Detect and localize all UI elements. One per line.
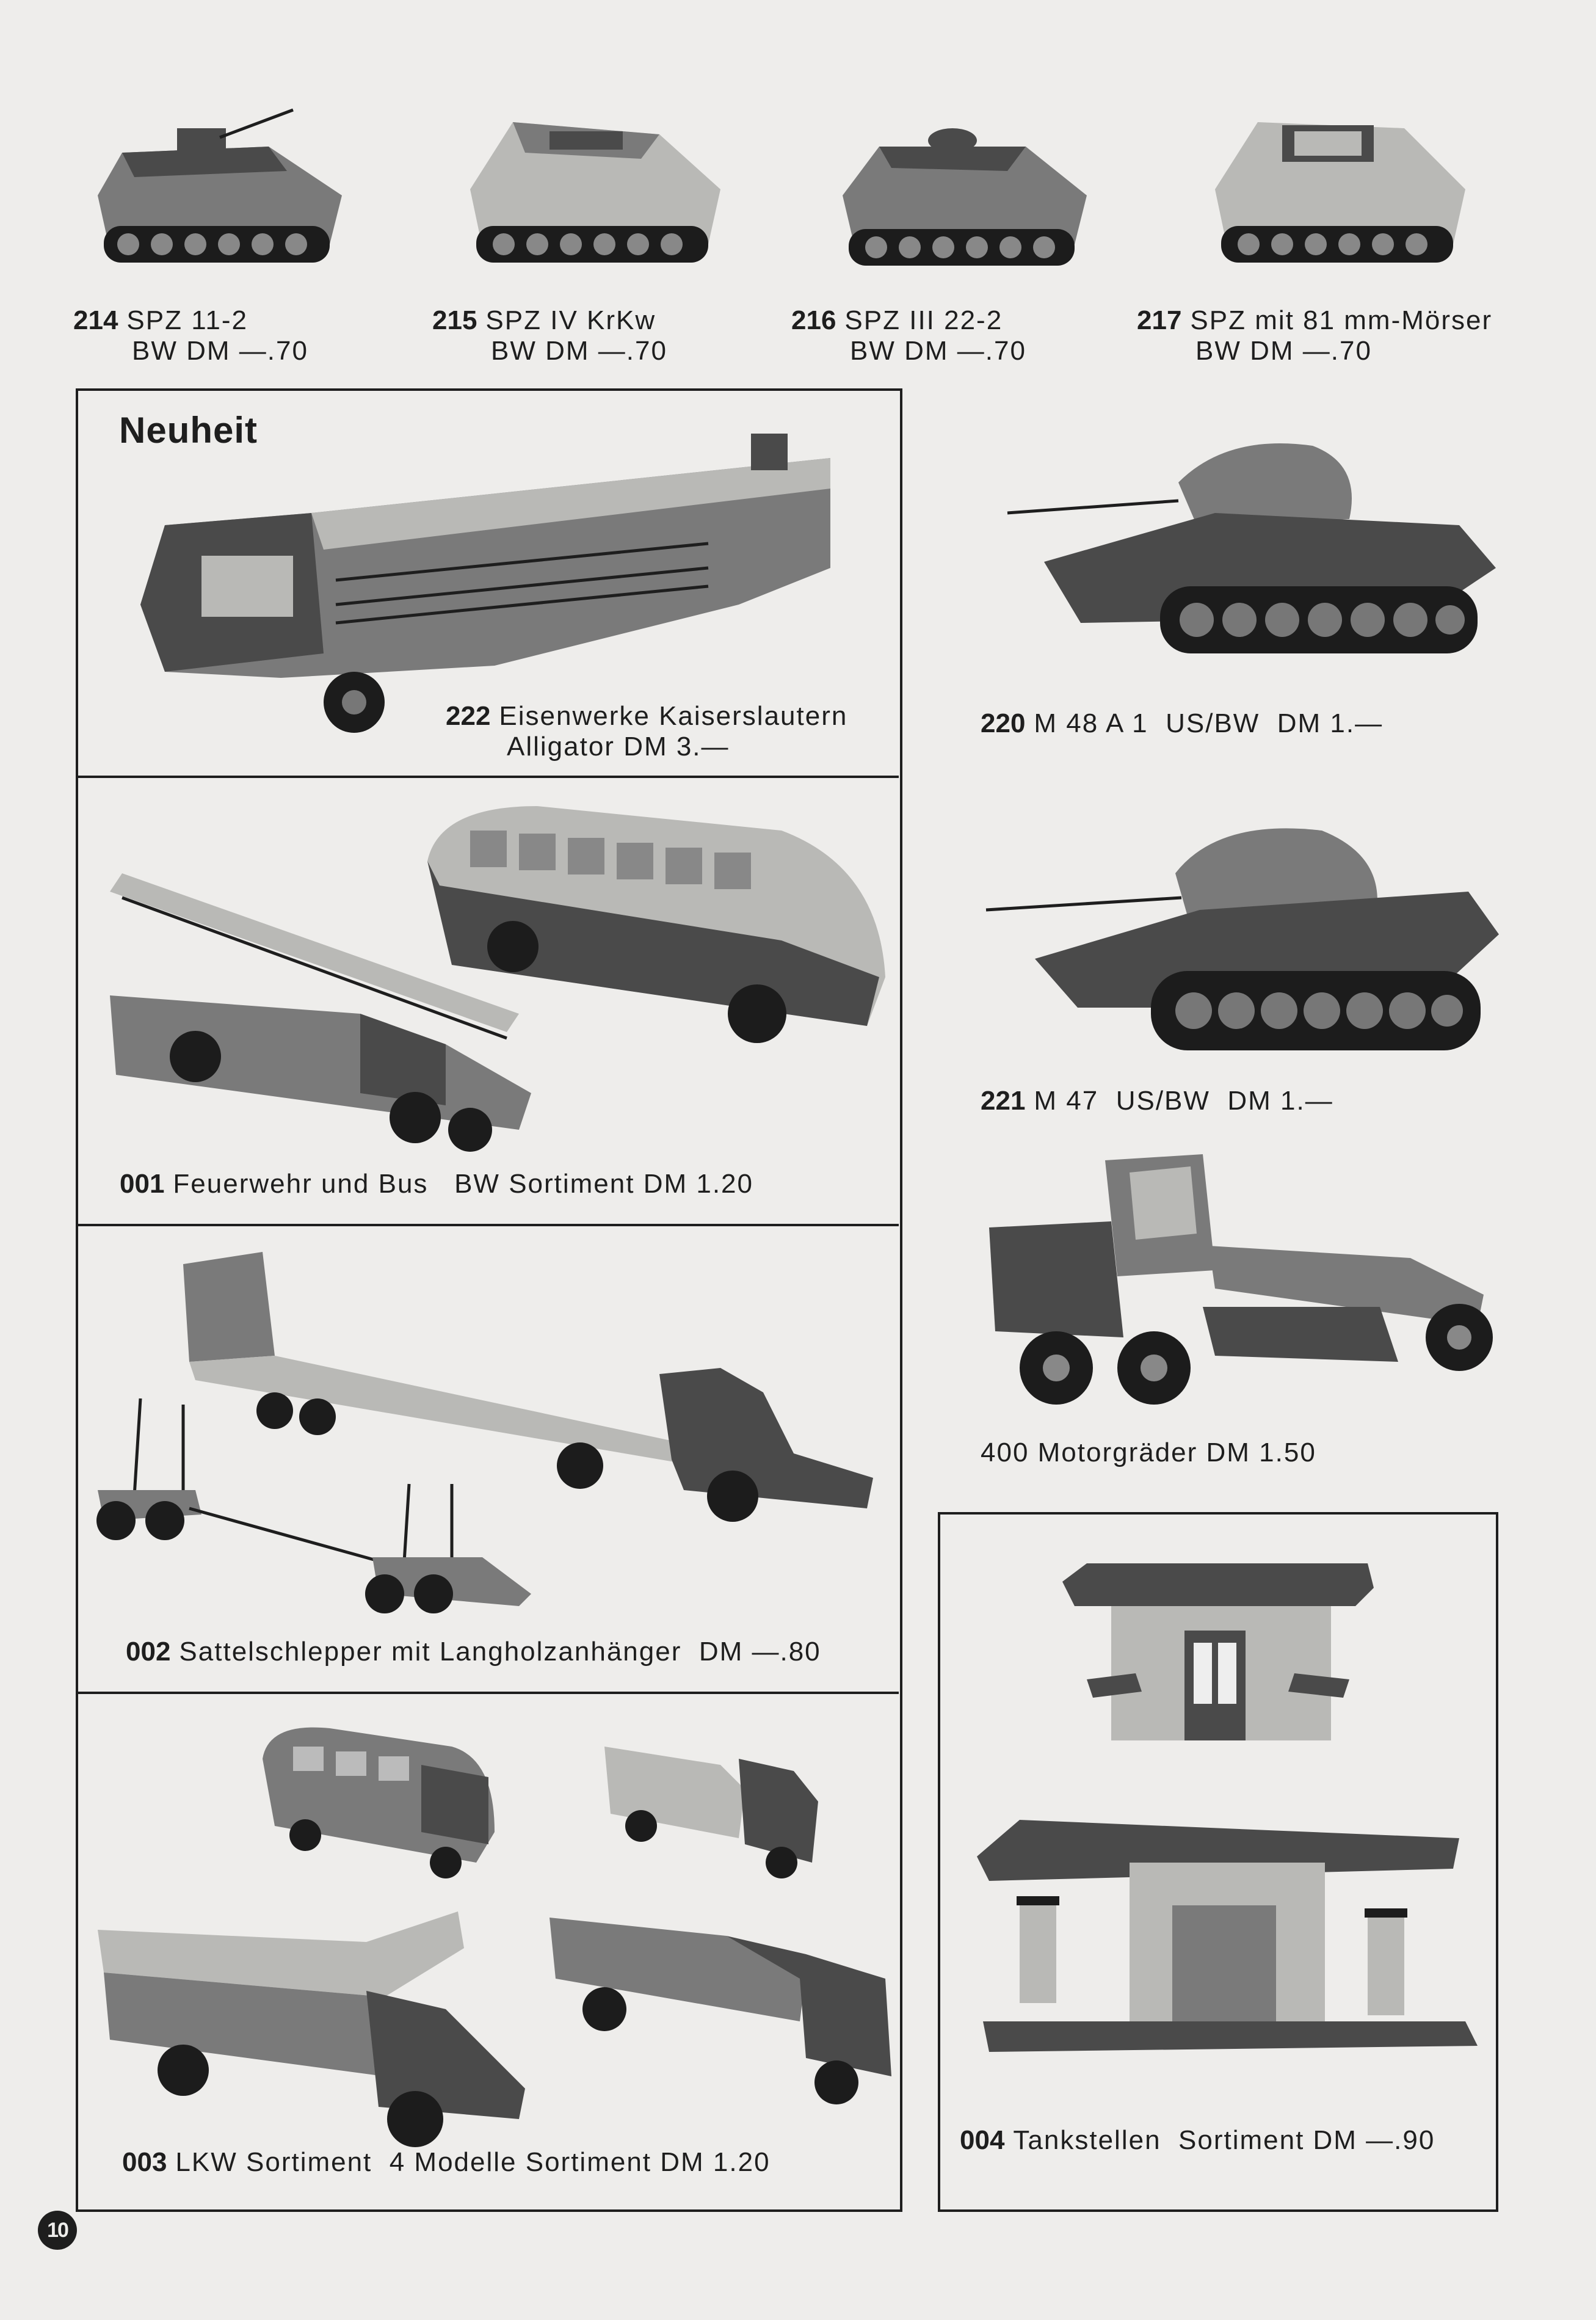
item-number: 214 bbox=[73, 305, 118, 335]
item-number: 215 bbox=[432, 305, 477, 335]
item-line1: Eisenwerke Kaiserslautern bbox=[499, 701, 848, 731]
item-line2: Alligator DM 3.— bbox=[507, 732, 730, 762]
caption-214: 214 SPZ 11-2 BW DM —.70 bbox=[73, 305, 308, 366]
item-number: 002 bbox=[126, 1637, 171, 1667]
page-number-badge: 10 bbox=[38, 2211, 77, 2250]
spz-mit-moerser-image bbox=[1215, 122, 1465, 263]
motor-grader-image bbox=[989, 1154, 1493, 1405]
item-text: Sattelschlepper mit Langholzanhänger DM … bbox=[179, 1637, 821, 1667]
bus-image bbox=[427, 806, 885, 1043]
left-catalog-frame bbox=[76, 388, 902, 2212]
item-name: SPZ mit 81 mm-Mörser bbox=[1190, 305, 1493, 335]
item-text: LKW Sortiment 4 Modelle Sortiment DM 1.2… bbox=[175, 2147, 771, 2177]
caption-004: 004 Tankstellen Sortiment DM —.90 bbox=[960, 2125, 1435, 2156]
item-name: SPZ IV KrKw bbox=[485, 305, 656, 335]
caption-222: 222 Eisenwerke Kaiserslautern Alligator D… bbox=[446, 701, 847, 762]
divider bbox=[76, 1692, 899, 1694]
item-text: Feuerwehr und Bus BW Sortiment DM 1.20 bbox=[173, 1169, 753, 1199]
vw-bus-image bbox=[263, 1727, 495, 1878]
gas-station-image bbox=[977, 1820, 1478, 2052]
item-name: SPZ III 22-2 bbox=[844, 305, 1003, 335]
kiosk-building-image bbox=[1062, 1563, 1374, 1740]
item-text: M 47 US/BW DM 1.— bbox=[1034, 1086, 1333, 1116]
caption-216: 216 SPZ III 22-2 BW DM —.70 bbox=[791, 305, 1026, 366]
item-number: 003 bbox=[122, 2147, 167, 2177]
semi-trailer-truck-image bbox=[183, 1252, 873, 1522]
dump-truck-image bbox=[98, 1911, 525, 2147]
divider bbox=[76, 1224, 899, 1226]
neuheit-heading: Neuheit bbox=[119, 410, 258, 451]
item-number: 222 bbox=[446, 701, 491, 731]
caption-001: 001 Feuerwehr und Bus BW Sortiment DM 1.2… bbox=[120, 1169, 753, 1199]
item-text: M 48 A 1 US/BW DM 1.— bbox=[1034, 708, 1384, 738]
m47-tank-image bbox=[985, 828, 1499, 1050]
flatbed-truck-image bbox=[550, 1918, 891, 2104]
pickup-truck-image bbox=[604, 1747, 818, 1878]
item-number: 004 bbox=[960, 2125, 1005, 2155]
item-name: SPZ 11-2 bbox=[126, 305, 248, 335]
spz-11-2-image bbox=[98, 108, 342, 263]
item-price: BW DM —.70 bbox=[1195, 336, 1372, 366]
log-trailer-image bbox=[96, 1398, 531, 1613]
item-number: 220 bbox=[981, 708, 1026, 738]
fire-engine-ladder-image bbox=[110, 873, 531, 1152]
spz-iii-22-2-image bbox=[843, 128, 1087, 266]
caption-002: 002 Sattelschlepper mit Langholzanhänger … bbox=[126, 1637, 821, 1667]
divider bbox=[76, 776, 899, 778]
gas-station-frame bbox=[938, 1512, 1498, 2212]
caption-221: 221 M 47 US/BW DM 1.— bbox=[981, 1086, 1333, 1116]
alligator-fire-truck-image bbox=[140, 434, 830, 733]
item-number: 001 bbox=[120, 1169, 165, 1199]
item-text: Tankstellen Sortiment DM —.90 bbox=[1013, 2125, 1435, 2155]
item-number: 217 bbox=[1137, 305, 1182, 335]
caption-215: 215 SPZ IV KrKw BW DM —.70 bbox=[432, 305, 667, 366]
m48-tank-image bbox=[1007, 443, 1496, 653]
item-number: 221 bbox=[981, 1086, 1026, 1116]
caption-217: 217 SPZ mit 81 mm-Mörser BW DM —.70 bbox=[1137, 305, 1492, 366]
item-price: BW DM —.70 bbox=[491, 336, 667, 366]
item-price: BW DM —.70 bbox=[850, 336, 1026, 366]
item-number: 216 bbox=[791, 305, 836, 335]
item-text: 400 Motorgräder DM 1.50 bbox=[981, 1438, 1316, 1467]
caption-003: 003 LKW Sortiment 4 Modelle Sortiment DM … bbox=[122, 2147, 771, 2178]
caption-220: 220 M 48 A 1 US/BW DM 1.— bbox=[981, 708, 1383, 739]
caption-400: 400 Motorgräder DM 1.50 bbox=[981, 1438, 1316, 1468]
item-price: BW DM —.70 bbox=[132, 336, 308, 366]
spz-iv-krkw-image bbox=[470, 122, 720, 263]
